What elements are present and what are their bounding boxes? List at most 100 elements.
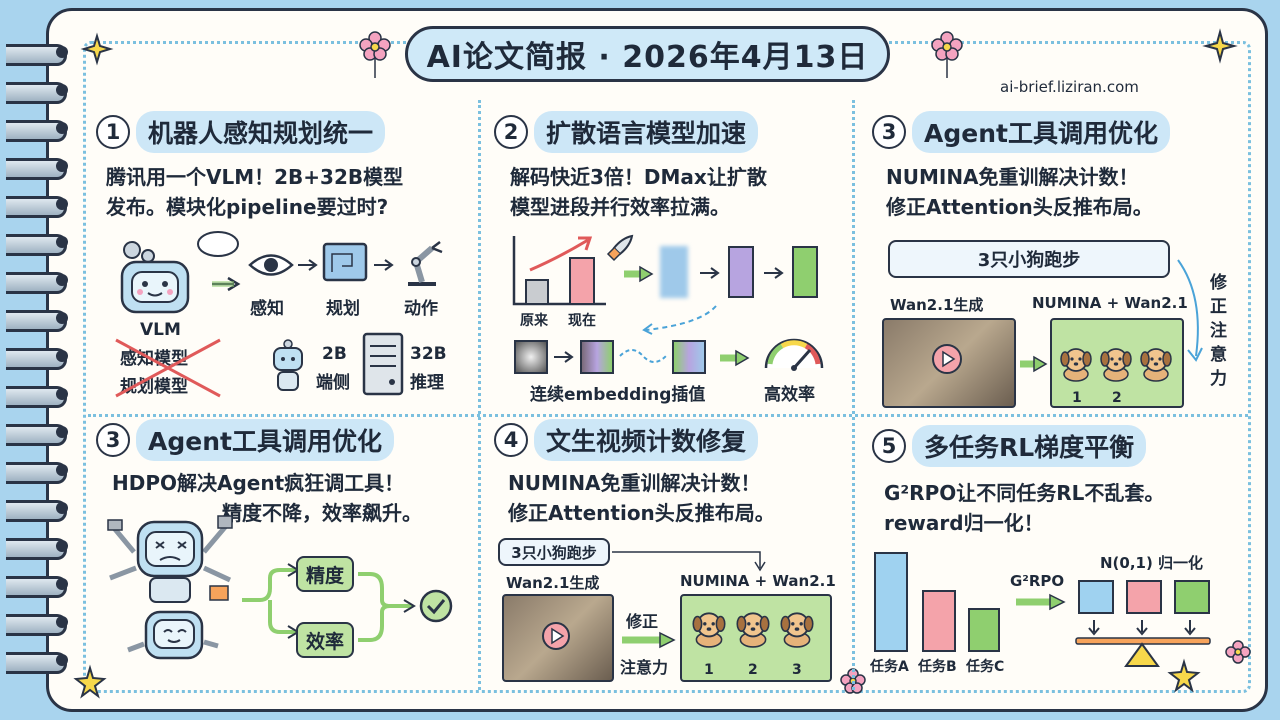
section-6-header: 5 多任务RL梯度平衡 <box>872 425 1147 467</box>
task-a-label: 任务A <box>870 659 909 675</box>
section-5-header: 4 文生视频计数修复 <box>494 419 759 461</box>
wan-label: Wan2.1生成 <box>506 574 600 592</box>
blueprint-icon <box>322 242 368 282</box>
section-2-line1: 解码快近3倍！DMax让扩散 <box>510 165 767 189</box>
task-c-bar <box>968 608 1000 652</box>
section-title: 机器人感知规划统一 <box>136 111 386 153</box>
arrow-right-icon <box>720 349 750 367</box>
section-4-line2: 精度不降，效率飙升。 <box>222 501 422 525</box>
binding-hole <box>56 198 68 210</box>
now-label: 现在 <box>568 313 596 329</box>
wan-scene-image <box>882 318 1016 408</box>
efficiency-label: 高效率 <box>764 385 815 405</box>
arrow-right-icon <box>298 259 318 271</box>
dog-number: 1 <box>704 662 714 678</box>
attention-label: 注意力 <box>620 658 669 677</box>
section-title: Agent工具调用优化 <box>136 419 394 461</box>
section-number: 3 <box>872 115 906 149</box>
gray-token-block <box>514 340 548 374</box>
binding-hole <box>56 46 68 58</box>
section-title: 文生视频计数修复 <box>534 419 759 461</box>
section-1-line2: 发布。模块化pipeline要过时? <box>106 195 389 219</box>
binding-hole <box>56 122 68 134</box>
cross-mark-icon <box>115 338 221 398</box>
balance-scale-icon <box>1075 620 1211 667</box>
arrow-right-icon <box>554 351 574 363</box>
mixed-token-block <box>580 340 614 374</box>
norm-block-blue <box>1078 580 1114 614</box>
eye-icon <box>248 254 294 276</box>
fix-label: 修正 <box>626 612 659 631</box>
binding-hole <box>56 502 68 514</box>
task-a-bar <box>874 552 908 652</box>
binding-hole <box>56 312 68 324</box>
efficiency-box: 效率 <box>296 622 354 658</box>
task-c-label: 任务C <box>966 659 1005 675</box>
column-divider <box>478 100 481 690</box>
stressed-robot-icon <box>107 515 233 603</box>
puppy-icon <box>692 612 726 648</box>
section-1-header: 1 机器人感知规划统一 <box>96 111 386 153</box>
arrow-right-icon <box>700 267 720 279</box>
fix-attention-char: 修 <box>1210 273 1227 293</box>
server-icon <box>362 332 404 396</box>
puppy-icon <box>736 612 770 648</box>
small-robot-icon <box>273 339 303 391</box>
model-2b-sub: 端侧 <box>316 373 350 393</box>
before-label: 原来 <box>520 313 548 329</box>
interpolation-label: 连续embedding插值 <box>530 385 706 405</box>
binding-hole <box>56 464 68 476</box>
flower-icon <box>931 31 963 78</box>
check-icon <box>419 589 453 623</box>
action-label: 动作 <box>404 299 438 319</box>
section-1-line1: 腾讯用一个VLM！2B+32B模型 <box>106 165 404 189</box>
arrow-right-icon <box>1016 593 1066 611</box>
blurry-block <box>660 246 688 298</box>
norm-block-green <box>1174 580 1210 614</box>
fix-attention-char: 力 <box>1210 369 1227 389</box>
binding-hole <box>56 578 68 590</box>
sparkle-icon <box>80 32 114 66</box>
binding-hole <box>56 388 68 400</box>
section-number: 4 <box>494 423 528 457</box>
branch-arrows-icon <box>242 563 300 639</box>
section-number: 2 <box>494 115 528 149</box>
section-title: 多任务RL梯度平衡 <box>912 425 1147 467</box>
binding-hole <box>56 616 68 628</box>
arrow-right-icon <box>764 267 784 279</box>
grpo-label: G²RPO <box>1010 572 1065 590</box>
prompt-box: 3只小狗跑步 <box>498 538 610 566</box>
arrow-right-icon <box>212 276 241 292</box>
section-6-line2: reward归一化！ <box>884 511 1044 535</box>
happy-robot-icon <box>127 610 219 660</box>
section-4-header: 3 Agent工具调用优化 <box>96 419 394 461</box>
curved-arrow-icon <box>1177 259 1203 362</box>
normalization-label: N(0,1) 归一化 <box>1100 554 1204 572</box>
dog-number: 2 <box>1112 390 1122 406</box>
arrow-right-icon <box>624 265 654 283</box>
star-icon <box>1167 658 1201 693</box>
thought-bubble-icon <box>197 231 239 257</box>
page-title: AI论文简报 · 2026年4月13日 <box>405 26 890 82</box>
arrow-right-icon <box>1020 355 1048 373</box>
robot-icon <box>120 241 190 314</box>
row-divider <box>88 414 1248 417</box>
play-icon <box>542 622 570 650</box>
binding-hole <box>56 84 68 96</box>
section-4-line1: HDPO解决Agent疯狂调工具！ <box>112 471 405 495</box>
section-title: Agent工具调用优化 <box>912 111 1170 153</box>
fix-attention-char: 正 <box>1210 297 1227 317</box>
binding-hole <box>56 540 68 552</box>
site-url[interactable]: ai-brief.liziran.com <box>1000 78 1139 96</box>
planning-label: 规划 <box>326 299 360 319</box>
play-icon <box>932 344 962 374</box>
puppy-icon <box>1060 348 1092 382</box>
crossed-planning-model: 规划模型 <box>120 377 188 397</box>
perception-label: 感知 <box>250 299 284 319</box>
dog-number: 3 <box>792 662 802 678</box>
flower-icon <box>359 31 391 78</box>
column-divider <box>852 100 855 690</box>
section-2-header: 2 扩散语言模型加速 <box>494 111 759 153</box>
norm-block-red <box>1126 580 1162 614</box>
section-title: 扩散语言模型加速 <box>534 111 759 153</box>
